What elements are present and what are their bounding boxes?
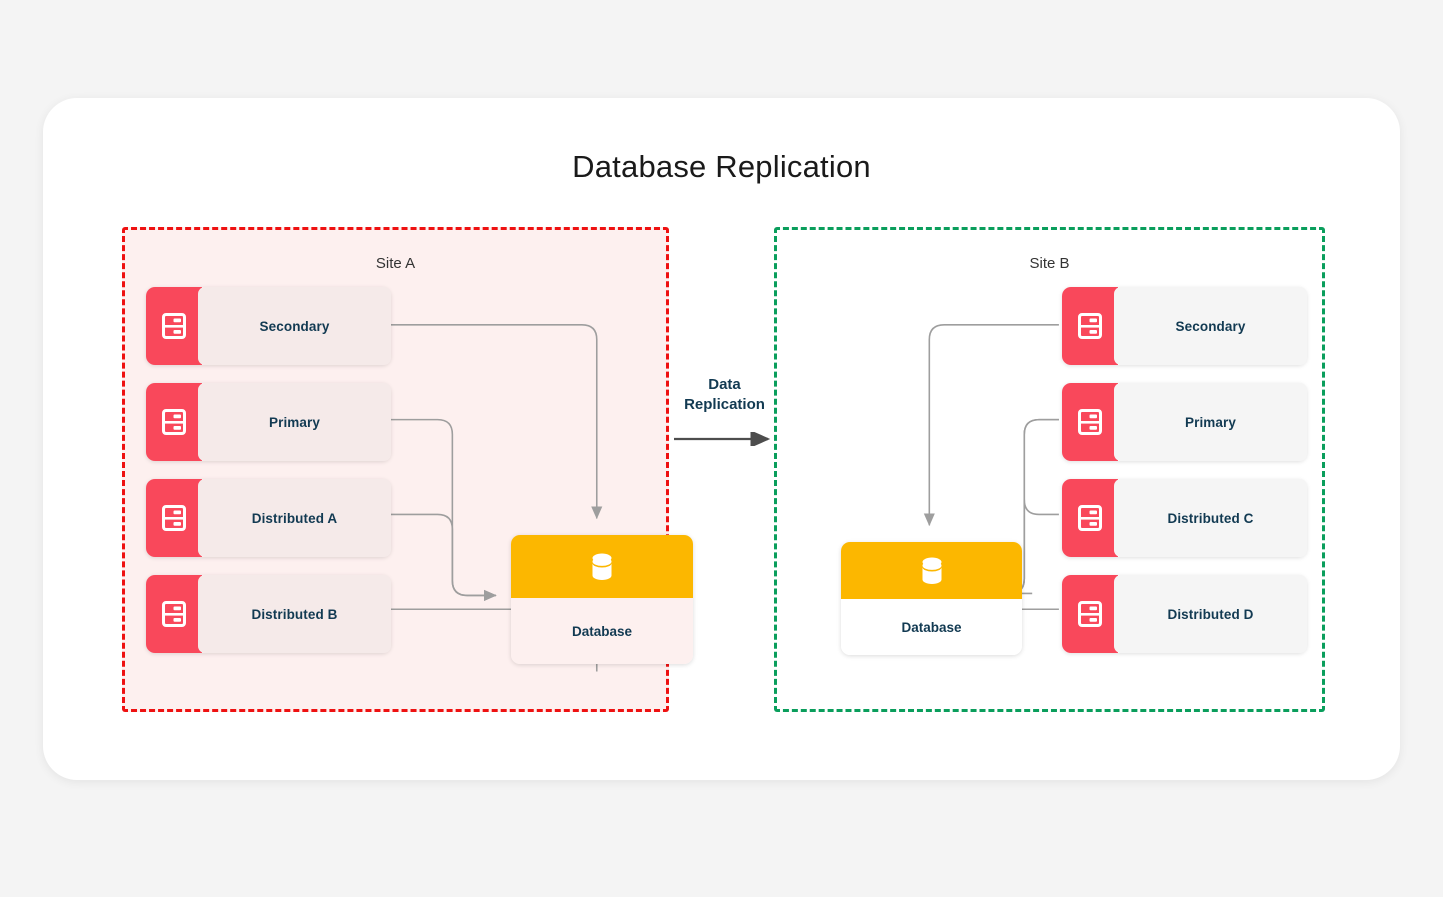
node-secondary-b[interactable]: Secondary	[1062, 287, 1307, 365]
node-secondary-a[interactable]: Secondary	[146, 287, 391, 365]
node-label: Distributed C	[1114, 479, 1307, 557]
node-label: Secondary	[1114, 287, 1307, 365]
node-distributed-c[interactable]: Distributed C	[1062, 479, 1307, 557]
node-distributed-b[interactable]: Distributed B	[146, 575, 391, 653]
database-cylinder-icon	[511, 535, 693, 598]
node-primary-b[interactable]: Primary	[1062, 383, 1307, 461]
site-a-container: Site A	[122, 227, 669, 712]
server-icon	[146, 479, 202, 557]
node-distributed-a[interactable]: Distributed A	[146, 479, 391, 557]
data-replication-label: Data Replication	[672, 375, 777, 415]
site-b-container: Site B	[774, 227, 1325, 712]
node-label: Primary	[198, 383, 391, 461]
diagram-card: Database Replication Site A	[43, 98, 1400, 780]
server-icon	[1062, 575, 1118, 653]
site-b-label: Site B	[777, 255, 1322, 272]
server-icon	[1062, 287, 1118, 365]
node-label: Distributed A	[198, 479, 391, 557]
database-label: Database	[841, 599, 1022, 655]
data-replication-group: Data Replication	[672, 375, 777, 445]
server-icon	[146, 575, 202, 653]
node-label: Distributed D	[1114, 575, 1307, 653]
data-replication-arrow-icon	[672, 432, 777, 446]
page-title: Database Replication	[43, 149, 1400, 185]
database-cylinder-icon	[841, 542, 1022, 599]
node-primary-a[interactable]: Primary	[146, 383, 391, 461]
database-site-b[interactable]: Database	[841, 542, 1022, 655]
node-distributed-d[interactable]: Distributed D	[1062, 575, 1307, 653]
server-icon	[146, 383, 202, 461]
server-icon	[1062, 479, 1118, 557]
server-icon	[1062, 383, 1118, 461]
server-icon	[146, 287, 202, 365]
node-label: Secondary	[198, 287, 391, 365]
site-a-label: Site A	[125, 255, 666, 272]
database-site-a[interactable]: Database	[511, 535, 693, 664]
node-label: Primary	[1114, 383, 1307, 461]
database-label: Database	[511, 598, 693, 664]
node-label: Distributed B	[198, 575, 391, 653]
